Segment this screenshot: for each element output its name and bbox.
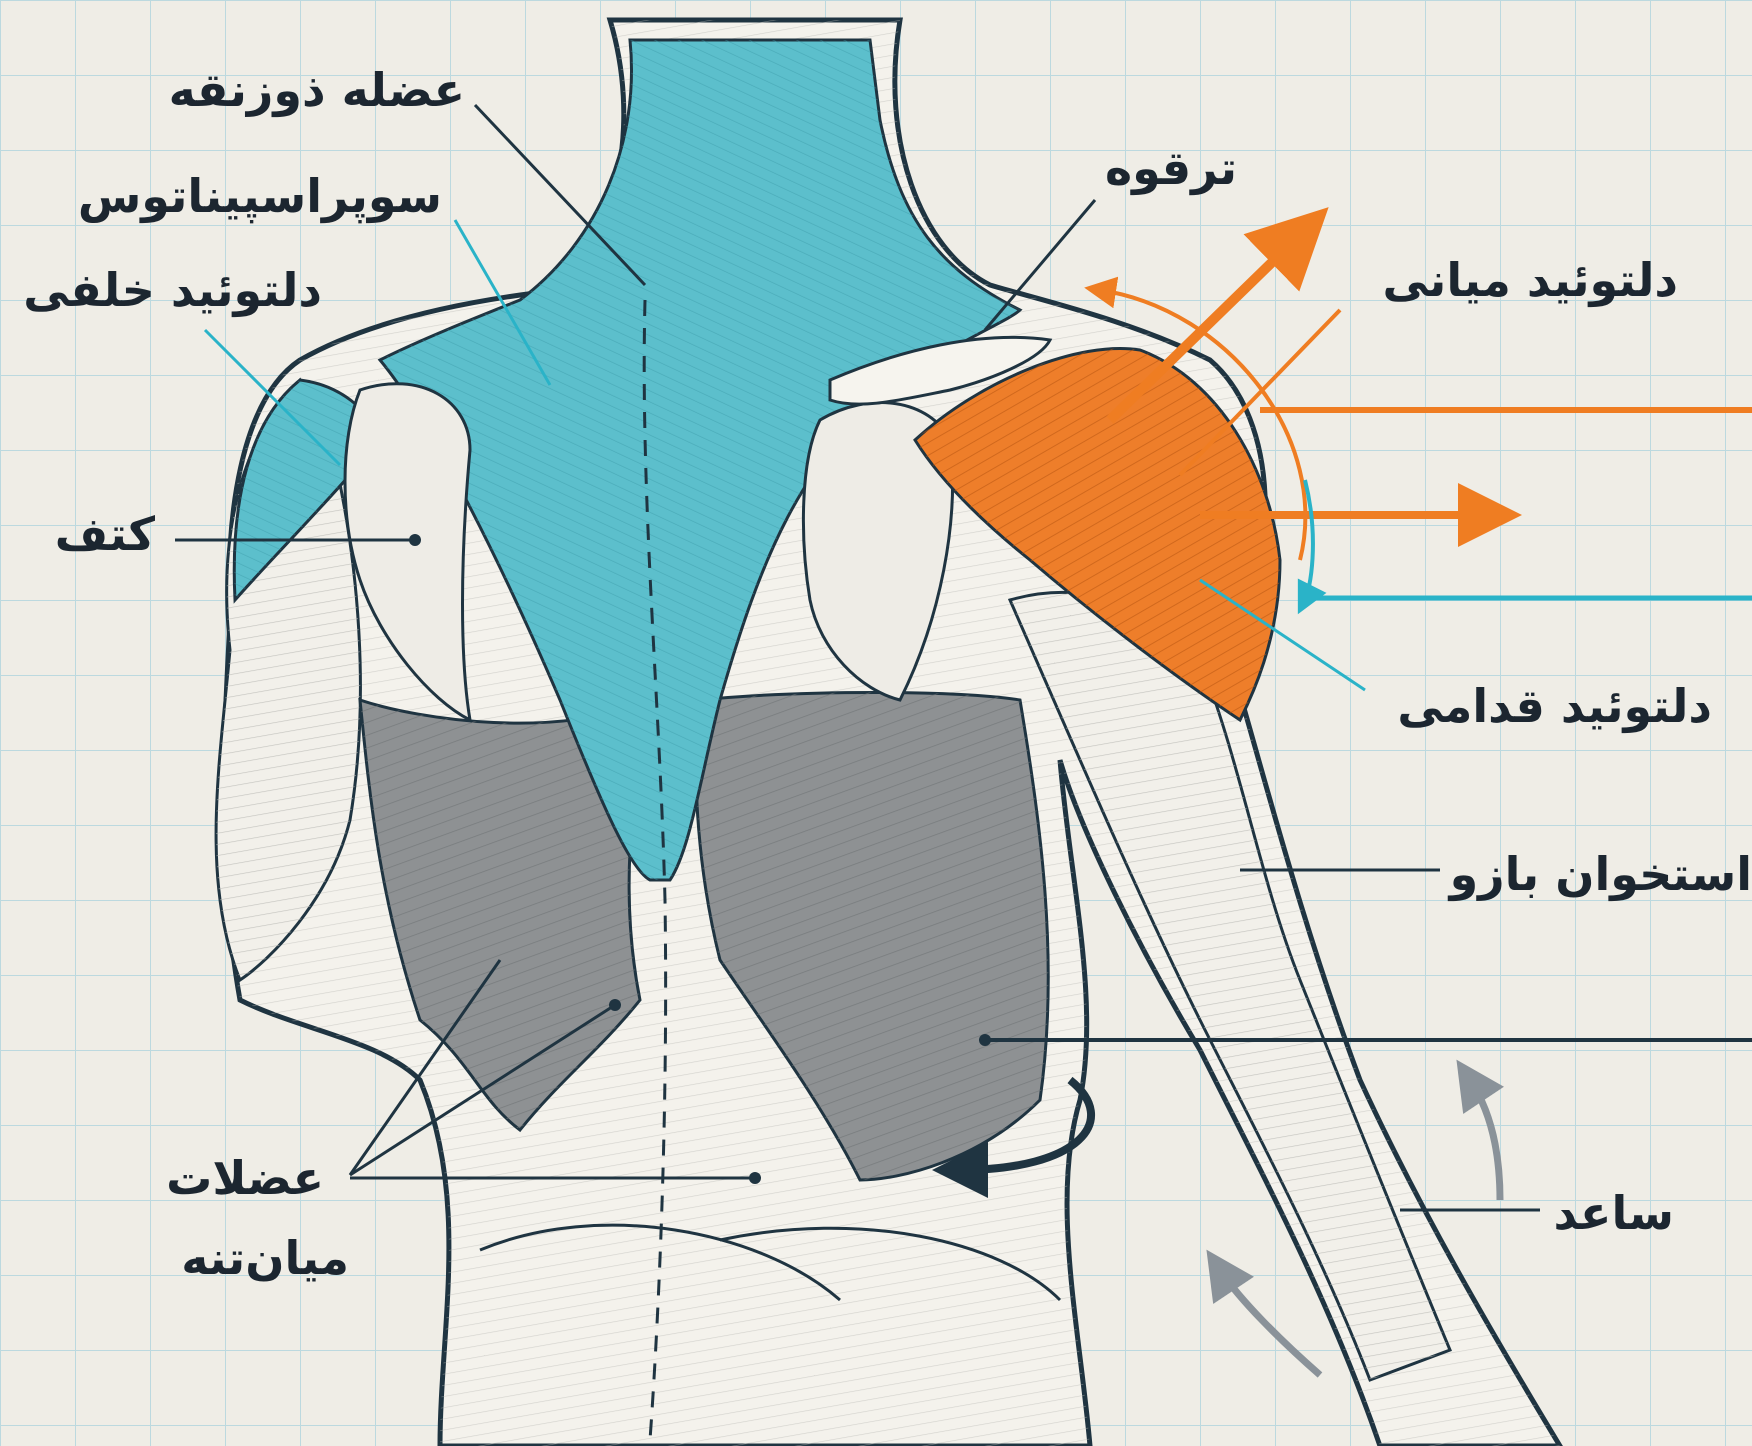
label-clavicle: ترقوه (1105, 140, 1237, 198)
label-core-line1: عضلات (166, 1150, 324, 1208)
label-scapula: کتف (55, 506, 155, 564)
label-core-line2: میان‌تنه (181, 1230, 349, 1288)
label-forearm: ساعد (1553, 1185, 1674, 1243)
label-trapezius: عضله ذوزنقه (169, 62, 465, 120)
label-anterior-deltoid: دلتوئید قدامی (1397, 678, 1712, 736)
label-humerus: استخوان بازو (1450, 846, 1752, 904)
label-posterior-deltoid: دلتوئید خلفی (23, 262, 322, 320)
label-supraspinatus: سوپراسپیناتوس (78, 168, 442, 226)
label-middle-deltoid: دلتوئید میانی (1383, 252, 1678, 310)
